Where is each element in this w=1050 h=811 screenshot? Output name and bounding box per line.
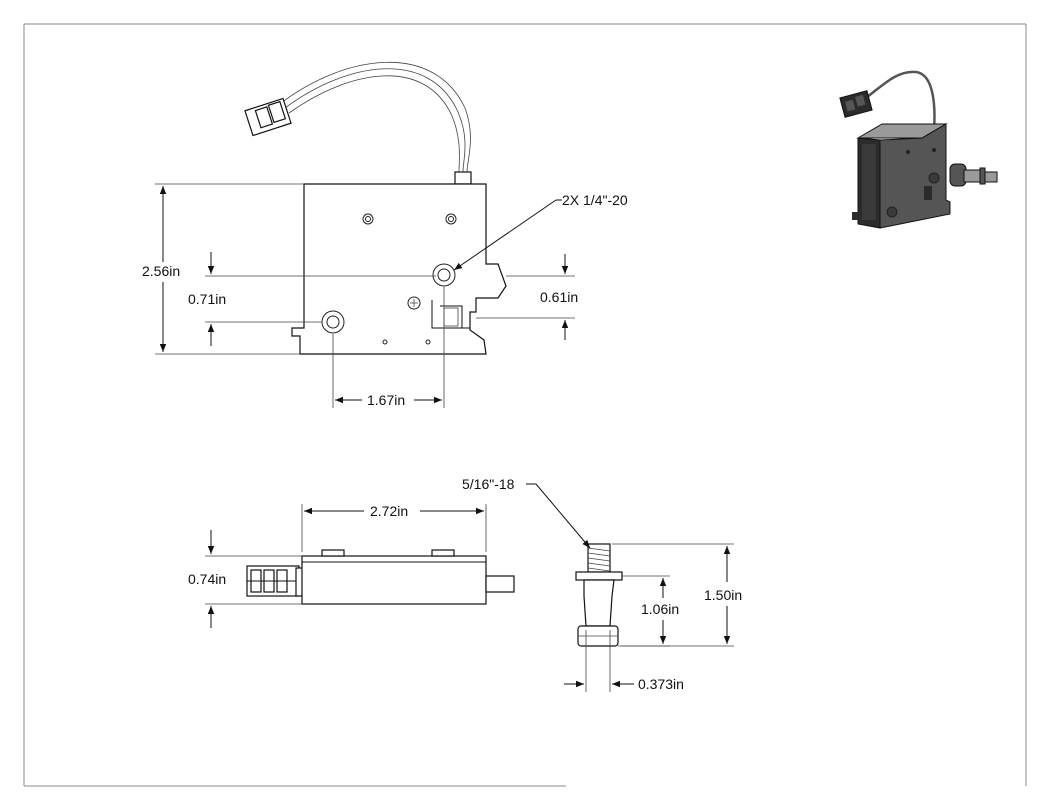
drawing-frame — [23, 23, 1027, 787]
dim-body-length: 2.72in — [301, 503, 487, 552]
dim-striker-shank-label: 1.06in — [641, 601, 679, 617]
striker-shank — [583, 579, 615, 627]
front-cable — [284, 68, 466, 173]
striker-thread — [587, 543, 611, 573]
striker-thread-label: 5/16"-18 — [462, 476, 515, 492]
dim-body-thickness: 0.74in — [188, 530, 302, 628]
dim-hole-spacing-label: 1.67in — [367, 392, 405, 408]
dim-hole-spacing: 1.67in — [332, 287, 445, 408]
side-connector — [246, 565, 305, 597]
dim-striker-length-label: 1.50in — [704, 587, 742, 603]
latch-slot — [431, 300, 470, 329]
dim-striker-diameter: 0.373in — [564, 630, 684, 692]
front-connector — [244, 97, 292, 137]
front-cable-gland — [454, 171, 472, 185]
front-body — [291, 183, 507, 355]
iso-striker — [949, 163, 998, 187]
leader-thread-callout: 2X 1/4"-20 — [453, 192, 628, 271]
dim-body-thickness-label: 0.74in — [188, 571, 226, 587]
front-view: 2.56in 0.71in 0.61in 1.67in — [142, 61, 628, 408]
dim-offset-left-label: 0.71in — [188, 291, 226, 307]
side-view: 2.72in 0.74in — [188, 503, 515, 628]
iso-cable — [865, 70, 936, 131]
striker-flange — [575, 571, 623, 581]
dim-offset-left: 0.71in — [188, 252, 436, 346]
leader-striker-thread: 5/16"-18 — [462, 476, 591, 549]
dim-striker-length: 1.50in — [612, 543, 742, 647]
dim-offset-right-label: 0.61in — [540, 289, 578, 305]
striker-view: 5/16"-18 1.50in 1.06in 0.373in — [462, 476, 742, 692]
side-body — [301, 555, 487, 605]
dim-height-overall: 2.56in — [142, 183, 304, 355]
dim-striker-shank: 1.06in — [618, 575, 679, 647]
dim-offset-right: 0.61in — [476, 254, 578, 340]
dim-body-length-label: 2.72in — [370, 503, 408, 519]
dim-striker-diameter-label: 0.373in — [638, 676, 684, 692]
dim-height-overall-label: 2.56in — [142, 263, 180, 279]
isometric-view — [839, 70, 998, 229]
iso-connector — [839, 90, 873, 118]
thread-callout-label: 2X 1/4"-20 — [562, 192, 628, 208]
